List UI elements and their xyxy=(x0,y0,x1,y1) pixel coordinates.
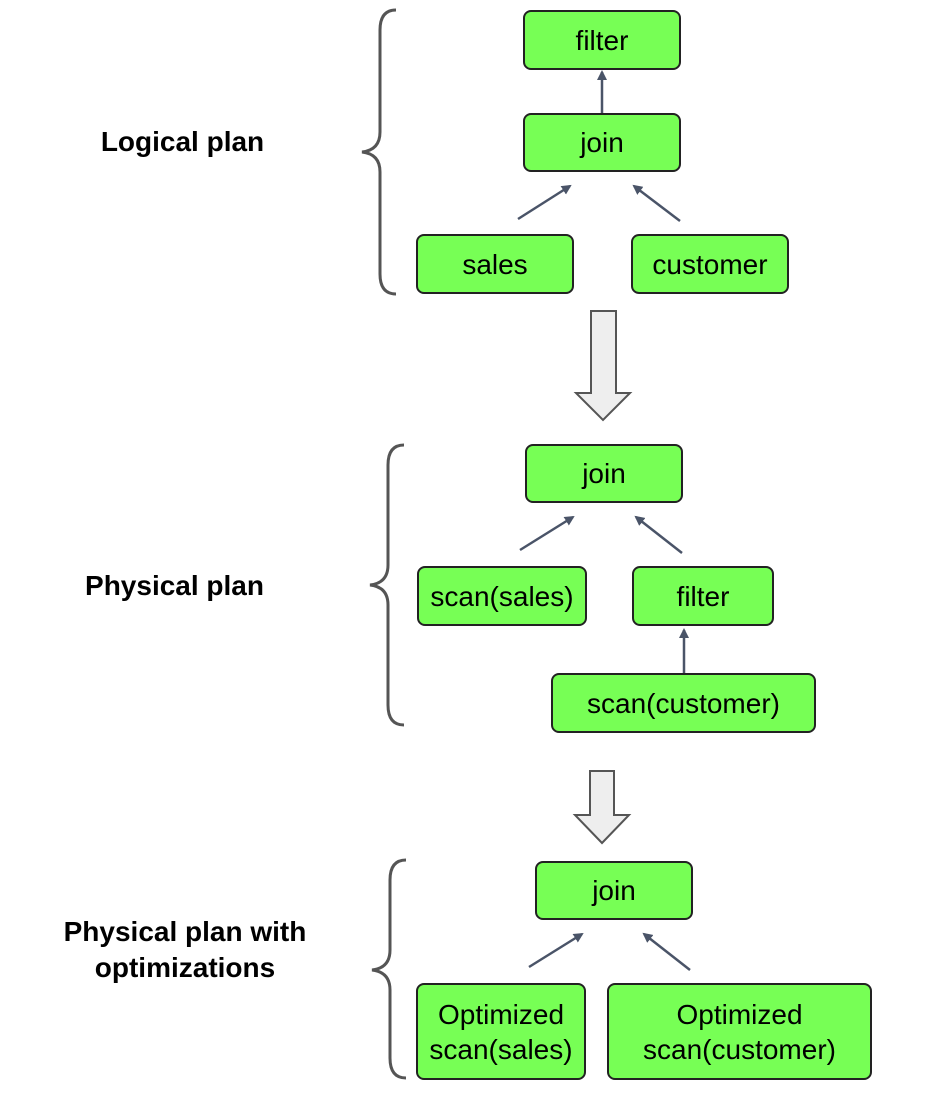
logical-customer-to-join-edge xyxy=(632,184,681,222)
optimized-plan-label-line2: optimizations xyxy=(94,952,276,984)
optimized-join-node: join xyxy=(535,861,693,920)
logical-sales-label: sales xyxy=(462,248,528,280)
optimized-plan-label-line1: Physical plan with xyxy=(63,916,307,947)
physical-filter-node: filter xyxy=(632,566,774,626)
logical-plan-label: Logical plan xyxy=(100,126,265,157)
physical-join-label: join xyxy=(582,458,626,489)
optimized-plan-label: Physical plan with optimizations xyxy=(30,914,340,987)
optimized-join-label: join xyxy=(592,875,636,906)
optimized-scan-sales-node: Optimized scan(sales) xyxy=(416,983,586,1080)
logical-join-node: join xyxy=(523,113,681,172)
optimized-scan-customer-to-join-edge xyxy=(642,932,691,971)
physical-scan-sales-label: scan(sales) xyxy=(430,580,574,612)
logical-to-physical-arrow xyxy=(573,310,633,422)
optimized-scan-sales-label-line1: Optimized xyxy=(437,998,565,1030)
physical-scan-sales-to-join-edge xyxy=(519,515,575,552)
physical-to-optimized-arrow xyxy=(572,770,632,845)
logical-sales-node: sales xyxy=(416,234,574,294)
physical-scan-customer-node: scan(customer) xyxy=(551,673,816,733)
optimized-scan-sales-label-line2: scan(sales) xyxy=(429,1033,573,1065)
optimized-scan-customer-label-line1: Optimized xyxy=(676,998,803,1030)
physical-filter-to-join-edge xyxy=(634,515,683,554)
logical-sales-to-join-edge xyxy=(517,184,572,221)
physical-scan-customer-label: scan(customer) xyxy=(587,687,780,719)
physical-scan-sales-node: scan(sales) xyxy=(417,566,587,626)
optimized-scan-customer-label-line2: scan(customer) xyxy=(643,1033,836,1065)
logical-plan-brace xyxy=(361,8,397,296)
physical-filter-label: filter xyxy=(676,580,730,612)
logical-filter-label: filter xyxy=(575,24,629,56)
optimized-scan-sales-to-join-edge xyxy=(528,932,584,969)
logical-join-label: join xyxy=(580,127,624,158)
logical-customer-label: customer xyxy=(652,248,768,280)
optimized-plan-brace xyxy=(371,858,407,1080)
physical-join-node: join xyxy=(525,444,683,503)
optimized-scan-customer-node: Optimized scan(customer) xyxy=(607,983,872,1080)
logical-customer-node: customer xyxy=(631,234,789,294)
physical-plan-brace xyxy=(369,443,405,727)
logical-filter-node: filter xyxy=(523,10,681,70)
physical-plan-label: Physical plan xyxy=(85,570,264,601)
